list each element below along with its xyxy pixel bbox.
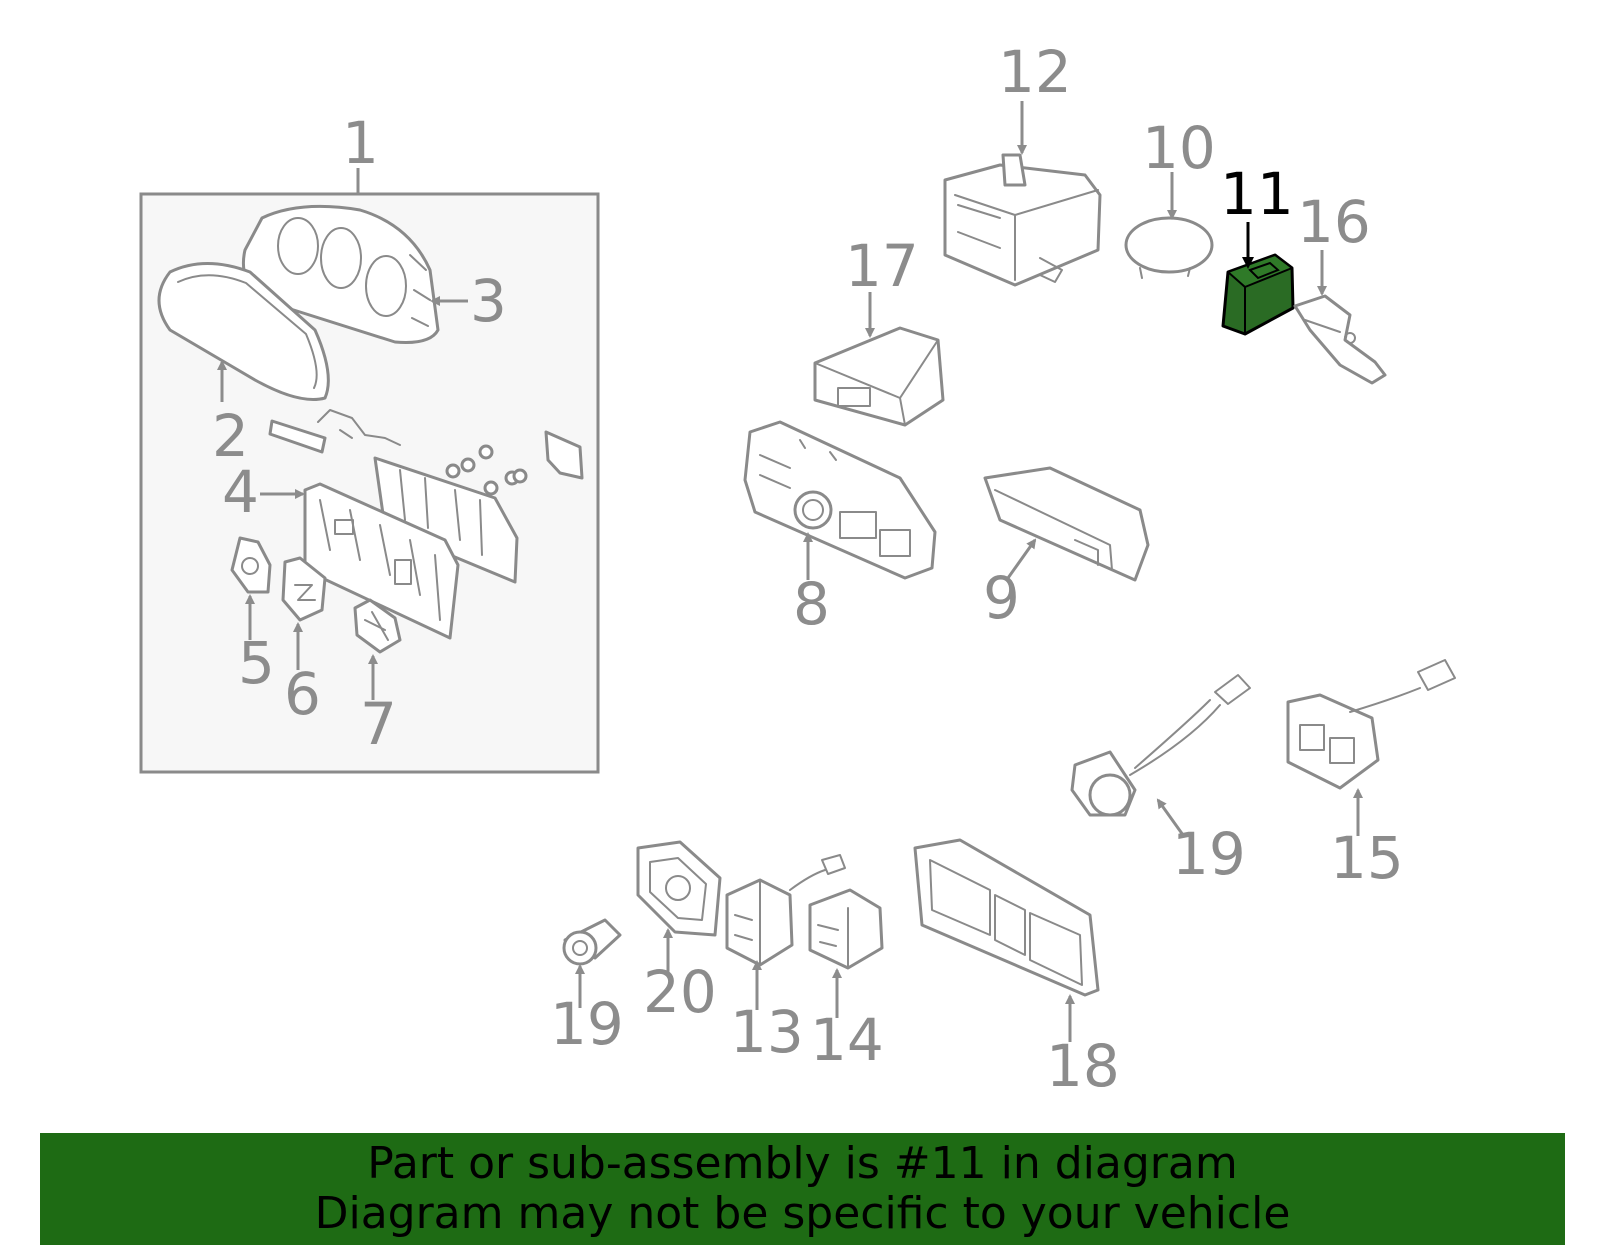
- cluster-small-parts: [268, 409, 584, 496]
- label-4: 4: [222, 458, 259, 526]
- label-19-right: 19: [1172, 820, 1246, 888]
- part-19-lighter[interactable]: [562, 918, 622, 966]
- part-15-switch-harness[interactable]: [1286, 659, 1456, 790]
- part-5-gauge[interactable]: [230, 536, 272, 594]
- label-10: 10: [1142, 114, 1216, 182]
- part-20-bezel[interactable]: [636, 840, 722, 937]
- label-7: 7: [360, 690, 397, 758]
- part-18-switch-bezel[interactable]: [913, 838, 1100, 997]
- label-12: 12: [998, 38, 1072, 106]
- label-9: 9: [983, 564, 1020, 632]
- label-11: 11: [1220, 160, 1294, 228]
- part-19-switch-harness-right[interactable]: [1070, 674, 1251, 817]
- label-18: 18: [1046, 1032, 1120, 1100]
- part-14-switch[interactable]: [808, 888, 884, 970]
- label-15: 15: [1330, 824, 1404, 892]
- leader-19-right: [1156, 798, 1185, 836]
- label-6: 6: [284, 660, 321, 728]
- part-13-switch[interactable]: [725, 854, 846, 967]
- label-20: 20: [643, 958, 717, 1026]
- part-17-control-module[interactable]: [813, 326, 945, 427]
- part-7-gauge[interactable]: [353, 598, 402, 654]
- part-12-switch-module[interactable]: [943, 153, 1102, 287]
- label-14: 14: [810, 1006, 884, 1074]
- label-1: 1: [342, 109, 379, 177]
- part-6-gauge[interactable]: [281, 556, 327, 622]
- info-banner: Part or sub-assembly is #11 in diagram D…: [40, 1133, 1565, 1245]
- label-13: 13: [730, 998, 804, 1066]
- leader-9: [1006, 538, 1037, 579]
- label-2: 2: [212, 402, 249, 470]
- part-10-cap[interactable]: [1124, 216, 1214, 279]
- part-9-trim-panel[interactable]: [983, 466, 1150, 582]
- label-16: 16: [1297, 188, 1371, 256]
- banner-line-1: Part or sub-assembly is #11 in diagram: [367, 1138, 1238, 1189]
- label-17: 17: [845, 232, 919, 300]
- label-5: 5: [238, 629, 275, 697]
- part-16-bracket[interactable]: [1293, 294, 1387, 385]
- instrument-cluster-group: [139, 168, 600, 774]
- label-8: 8: [793, 570, 830, 638]
- label-3: 3: [470, 267, 507, 335]
- banner-line-2: Diagram may not be specific to your vehi…: [314, 1188, 1291, 1239]
- part-11-switch-highlighted[interactable]: [1221, 253, 1295, 336]
- part-8-climate-panel[interactable]: [743, 420, 937, 580]
- part-2-cluster-lens[interactable]: [157, 262, 330, 402]
- label-19-left: 19: [550, 990, 624, 1058]
